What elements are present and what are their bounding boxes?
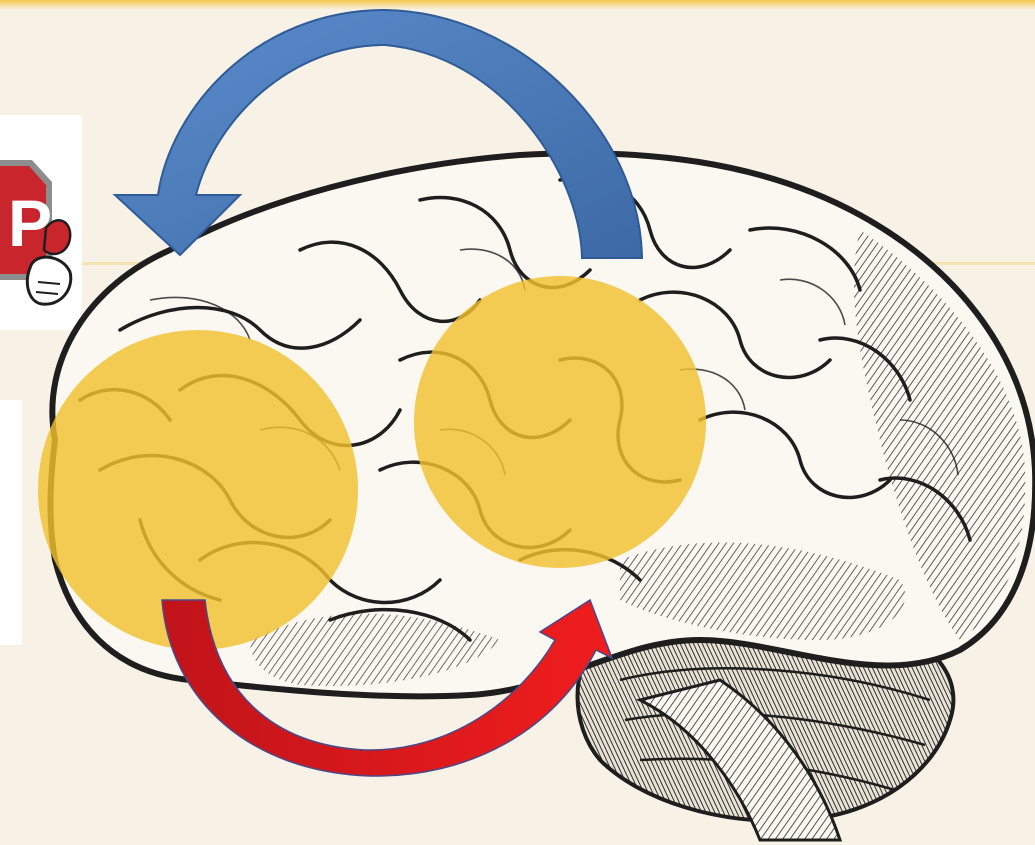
stop-sign-icon: P [0,160,71,304]
parietal-region-highlight [414,276,706,568]
